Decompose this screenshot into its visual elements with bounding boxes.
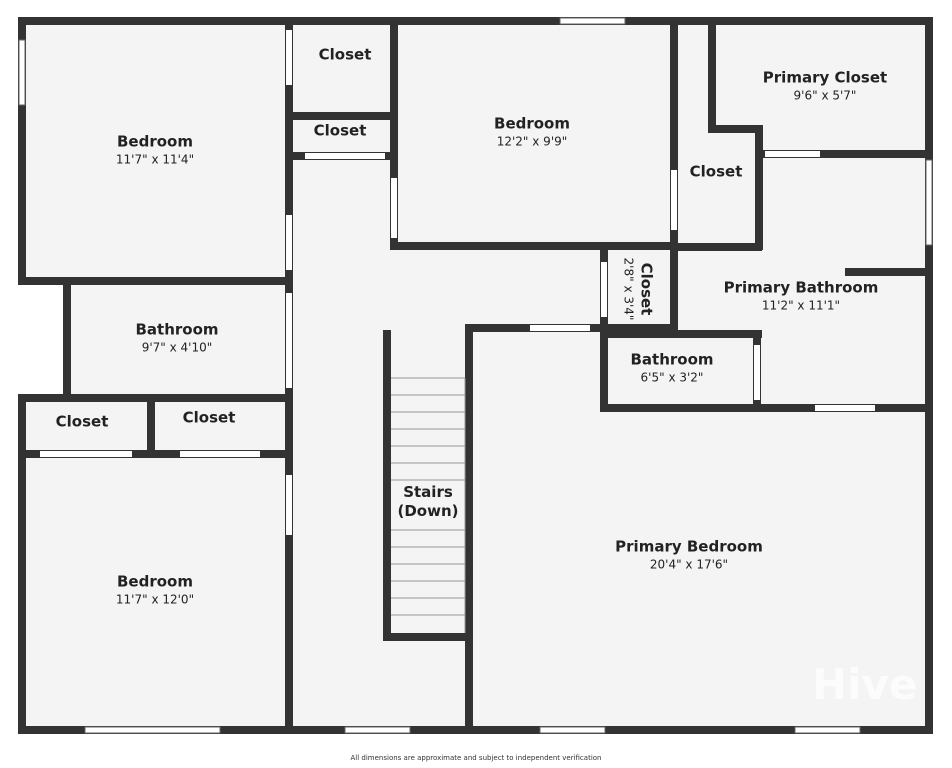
room-dims: 11'7" x 11'4" xyxy=(115,152,195,167)
floor-area xyxy=(18,18,932,733)
watermark-logo: Hive xyxy=(812,660,918,709)
stair-treads xyxy=(391,377,466,633)
room-dims: 11'2" x 11'1" xyxy=(761,298,841,313)
stairs-direction: (Down) xyxy=(397,502,459,520)
room-name: Closet xyxy=(637,262,656,316)
room-dims: 12'2" x 9'9" xyxy=(496,134,568,149)
room-name: Closet xyxy=(313,121,367,140)
room-name: Closet xyxy=(318,45,372,64)
room-name: Bathroom xyxy=(630,350,714,369)
room-name: Closet xyxy=(55,412,109,431)
room-name: Closet xyxy=(182,408,236,427)
disclaimer-footer: All dimensions are approximate and subje… xyxy=(350,754,602,762)
room-name: Bathroom xyxy=(135,320,219,339)
windows xyxy=(18,17,933,734)
room-name: Primary Closet xyxy=(762,68,888,87)
room-closet-n2: Closet xyxy=(314,122,367,141)
doors xyxy=(40,30,875,535)
room-stairs: Stairs(Down) xyxy=(397,481,459,523)
room-closet-sw2: Closet xyxy=(183,409,236,428)
room-closet-sw1: Closet xyxy=(56,413,109,432)
room-dims: 6'5" x 3'2" xyxy=(640,370,704,385)
room-dims: 2'8" x 3'4" xyxy=(621,257,636,321)
room-name: Primary Bathroom xyxy=(723,278,879,297)
room-name: Bedroom xyxy=(117,132,193,151)
room-name: Closet xyxy=(689,162,743,181)
room-name: Bedroom xyxy=(494,114,570,133)
room-name: Primary Bedroom xyxy=(615,537,763,556)
room-dims: 11'7" x 12'0" xyxy=(115,592,195,607)
room-dims: 20'4" x 17'6" xyxy=(649,557,729,572)
room-dims: 9'7" x 4'10" xyxy=(141,340,213,355)
room-closet-n1: Closet xyxy=(319,46,372,65)
room-name: Bedroom xyxy=(117,572,193,591)
room-name: Stairs xyxy=(403,483,453,501)
room-closet-ne: Closet xyxy=(690,163,743,182)
room-dims: 9'6" x 5'7" xyxy=(793,88,857,103)
